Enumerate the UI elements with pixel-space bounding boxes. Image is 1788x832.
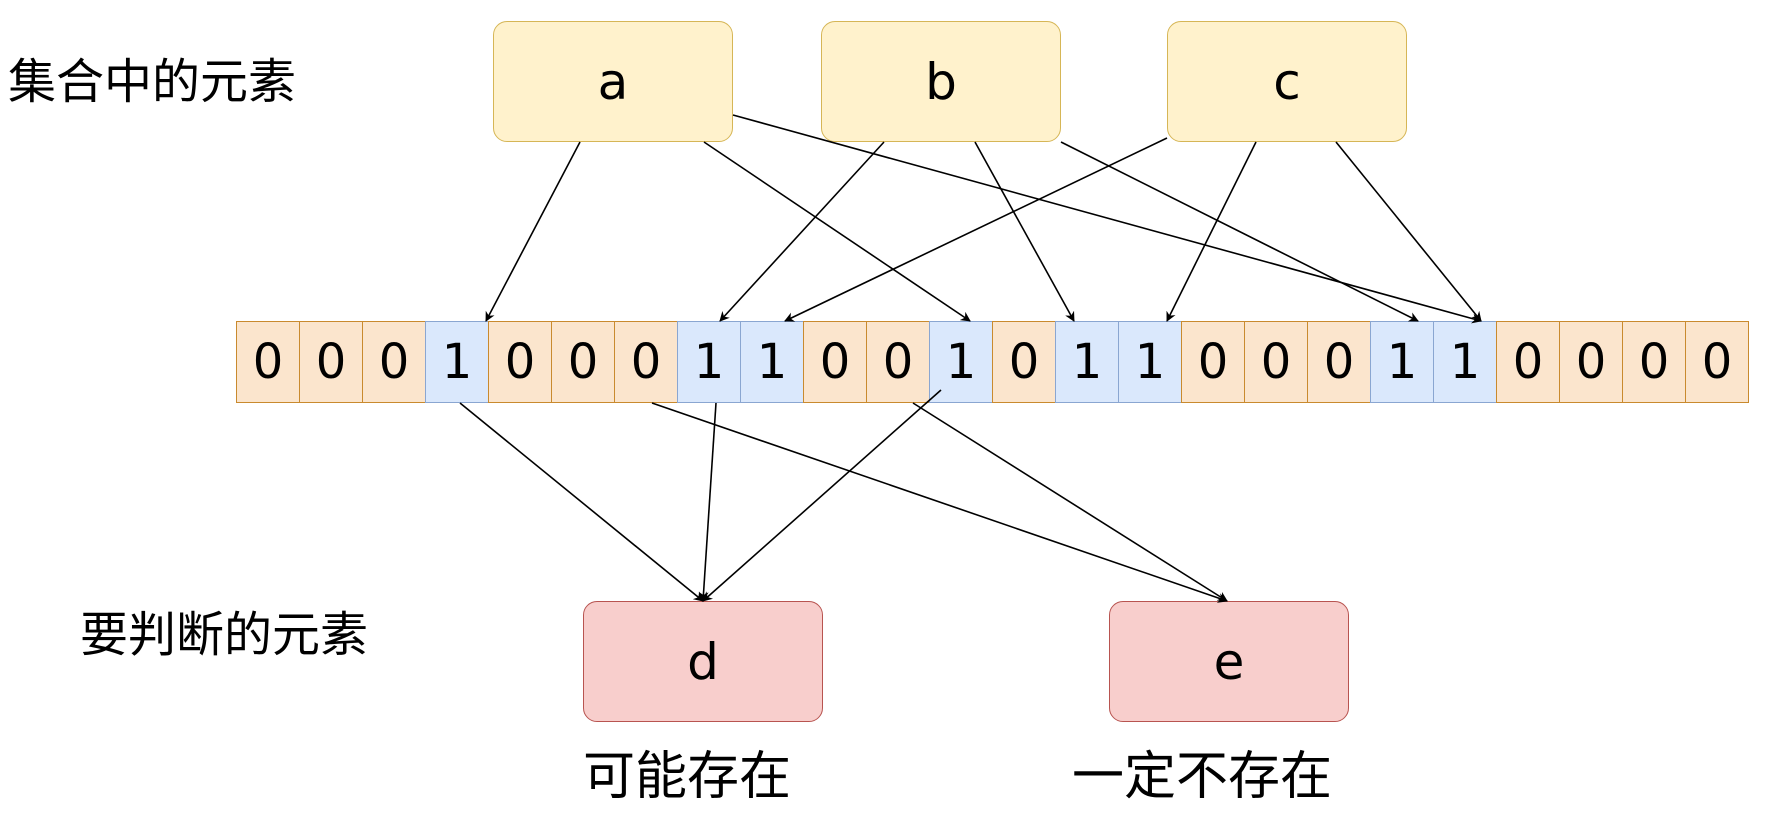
bit-cell-9: 0 — [803, 321, 867, 403]
bit-cell-20: 0 — [1496, 321, 1560, 403]
arrow-b-to-bit-18 — [1060, 141, 1419, 322]
bit-cell-17: 0 — [1307, 321, 1371, 403]
caption-definitely-not-exists: 一定不存在 — [1072, 747, 1333, 807]
set-node-b: b — [821, 21, 1061, 142]
bit-cell-6: 0 — [614, 321, 678, 403]
bit-cell-16: 0 — [1244, 321, 1308, 403]
query-node-d: d — [583, 601, 823, 722]
bit-cell-3: 1 — [425, 321, 489, 403]
bit-cell-10: 0 — [866, 321, 930, 403]
query-node-e: e — [1109, 601, 1349, 722]
caption-maybe-exists: 可能存在 — [583, 747, 792, 807]
arrow-c-to-bit-14 — [1166, 141, 1257, 322]
bit-cell-22: 0 — [1622, 321, 1686, 403]
bit-cell-18: 1 — [1370, 321, 1434, 403]
bit-cell-21: 0 — [1559, 321, 1623, 403]
arrow-a-to-bit-11 — [703, 141, 971, 322]
arrow-bit-6-to-e — [651, 402, 1228, 603]
arrow-b-to-bit-13 — [974, 141, 1075, 322]
set-elements-label: 集合中的元素 — [8, 54, 297, 110]
bit-cell-11: 1 — [929, 321, 993, 403]
bit-cell-13: 1 — [1055, 321, 1119, 403]
arrow-b-to-bit-7 — [719, 141, 885, 322]
bit-cell-23: 0 — [1685, 321, 1749, 403]
arrow-bit-10-to-e — [912, 402, 1228, 602]
query-elements-label: 要判断的元素 — [80, 607, 369, 663]
arrow-a-to-bit-19 — [732, 114, 1482, 324]
arrow-c-to-bit-8 — [784, 137, 1168, 322]
arrow-c-to-bit-19 — [1335, 141, 1482, 322]
bit-cell-8: 1 — [740, 321, 804, 403]
bit-cell-0: 0 — [236, 321, 300, 403]
set-node-a: a — [493, 21, 733, 142]
bit-cell-4: 0 — [488, 321, 552, 403]
bit-cell-15: 0 — [1181, 321, 1245, 403]
set-node-c: c — [1167, 21, 1407, 142]
bit-cell-2: 0 — [362, 321, 426, 403]
arrow-bit-3-to-d — [459, 402, 704, 602]
bit-cell-14: 1 — [1118, 321, 1182, 403]
arrow-bit-11-to-d — [702, 389, 942, 602]
arrow-a-to-bit-3 — [485, 141, 581, 322]
arrow-bit-7-to-d — [698, 402, 717, 602]
bit-cell-7: 1 — [677, 321, 741, 403]
